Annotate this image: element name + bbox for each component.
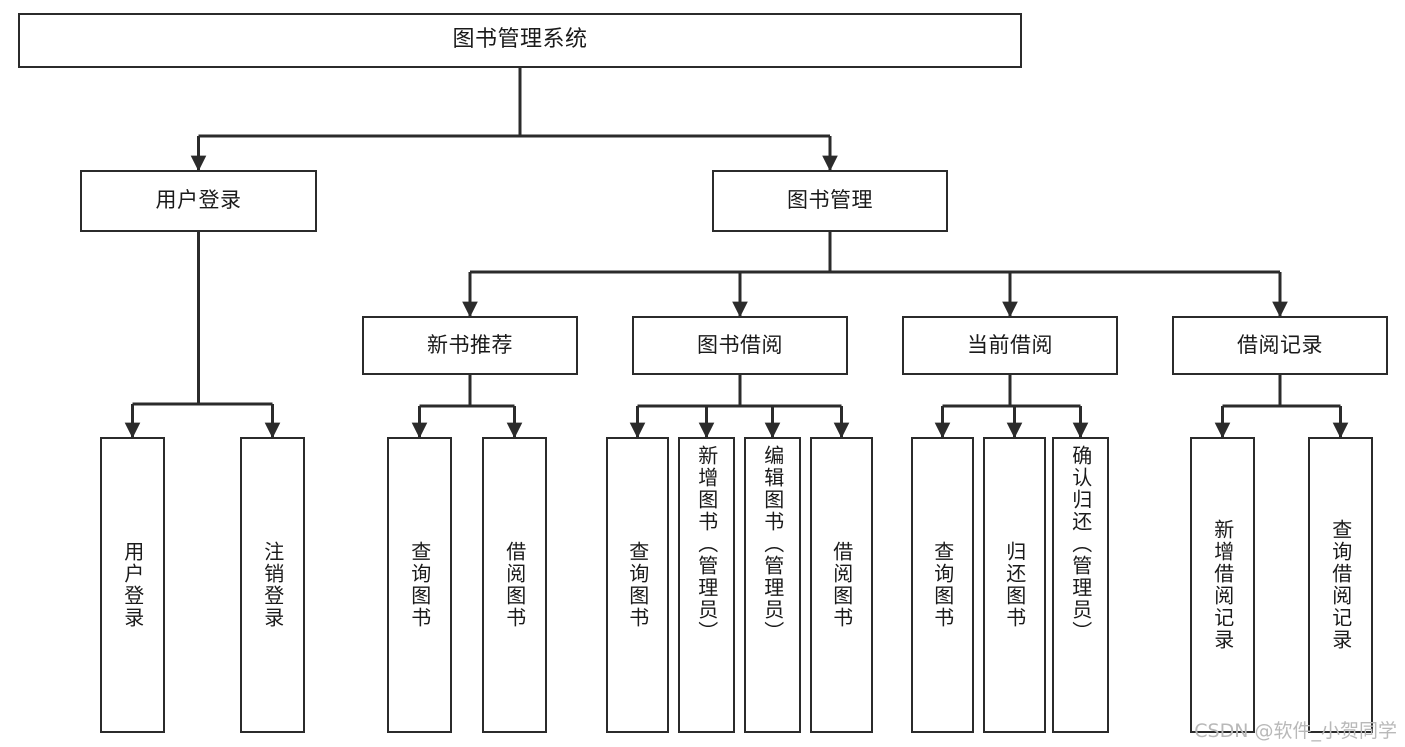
node-leaf-query-record[interactable]: 查询借阅记录	[1308, 437, 1373, 733]
node-label: 编辑图书（管理员）	[760, 445, 785, 643]
node-label: 注销登录	[260, 541, 285, 629]
node-label: 查询图书	[625, 541, 650, 629]
node-leaf-user-login[interactable]: 用户登录	[100, 437, 165, 733]
node-leaf-user-logout[interactable]: 注销登录	[240, 437, 305, 733]
node-label: 新书推荐	[427, 332, 513, 357]
node-label: 查询借阅记录	[1328, 519, 1353, 651]
node-label: 查询图书	[930, 541, 955, 629]
node-label: 借阅图书	[829, 541, 854, 629]
node-label: 确认归还（管理员）	[1068, 445, 1093, 643]
node-current-borrow[interactable]: 当前借阅	[902, 316, 1118, 375]
node-label: 新增借阅记录	[1210, 519, 1235, 651]
node-label: 图书管理	[787, 188, 873, 213]
node-borrow-record[interactable]: 借阅记录	[1172, 316, 1388, 375]
node-label: 新增图书（管理员）	[694, 445, 719, 643]
node-leaf-borrow-book-1[interactable]: 借阅图书	[482, 437, 547, 733]
node-leaf-edit-book[interactable]: 编辑图书（管理员）	[744, 437, 801, 733]
node-leaf-borrow-book-2[interactable]: 借阅图书	[810, 437, 873, 733]
node-new-book-rec[interactable]: 新书推荐	[362, 316, 578, 375]
node-label: 图书借阅	[697, 332, 783, 357]
node-leaf-add-record[interactable]: 新增借阅记录	[1190, 437, 1255, 733]
node-label: 归还图书	[1002, 541, 1027, 629]
node-root[interactable]: 图书管理系统	[18, 13, 1022, 68]
node-leaf-add-book[interactable]: 新增图书（管理员）	[678, 437, 735, 733]
node-label: 图书管理系统	[452, 27, 588, 53]
node-leaf-query-book-1[interactable]: 查询图书	[387, 437, 452, 733]
node-label: 当前借阅	[967, 332, 1053, 357]
node-label: 借阅记录	[1237, 332, 1323, 357]
node-label: 用户登录	[120, 541, 145, 629]
node-leaf-query-book-2[interactable]: 查询图书	[606, 437, 669, 733]
node-leaf-confirm-return[interactable]: 确认归还（管理员）	[1052, 437, 1109, 733]
node-leaf-return-book[interactable]: 归还图书	[983, 437, 1046, 733]
node-label: 借阅图书	[502, 541, 527, 629]
node-label: 用户登录	[155, 188, 242, 213]
watermark: CSDN @软件_小贺同学	[1194, 720, 1397, 742]
node-user-login[interactable]: 用户登录	[80, 170, 317, 232]
node-book-borrow[interactable]: 图书借阅	[632, 316, 848, 375]
node-book-manage[interactable]: 图书管理	[712, 170, 948, 232]
node-leaf-query-book-3[interactable]: 查询图书	[911, 437, 974, 733]
node-label: 查询图书	[407, 541, 432, 629]
